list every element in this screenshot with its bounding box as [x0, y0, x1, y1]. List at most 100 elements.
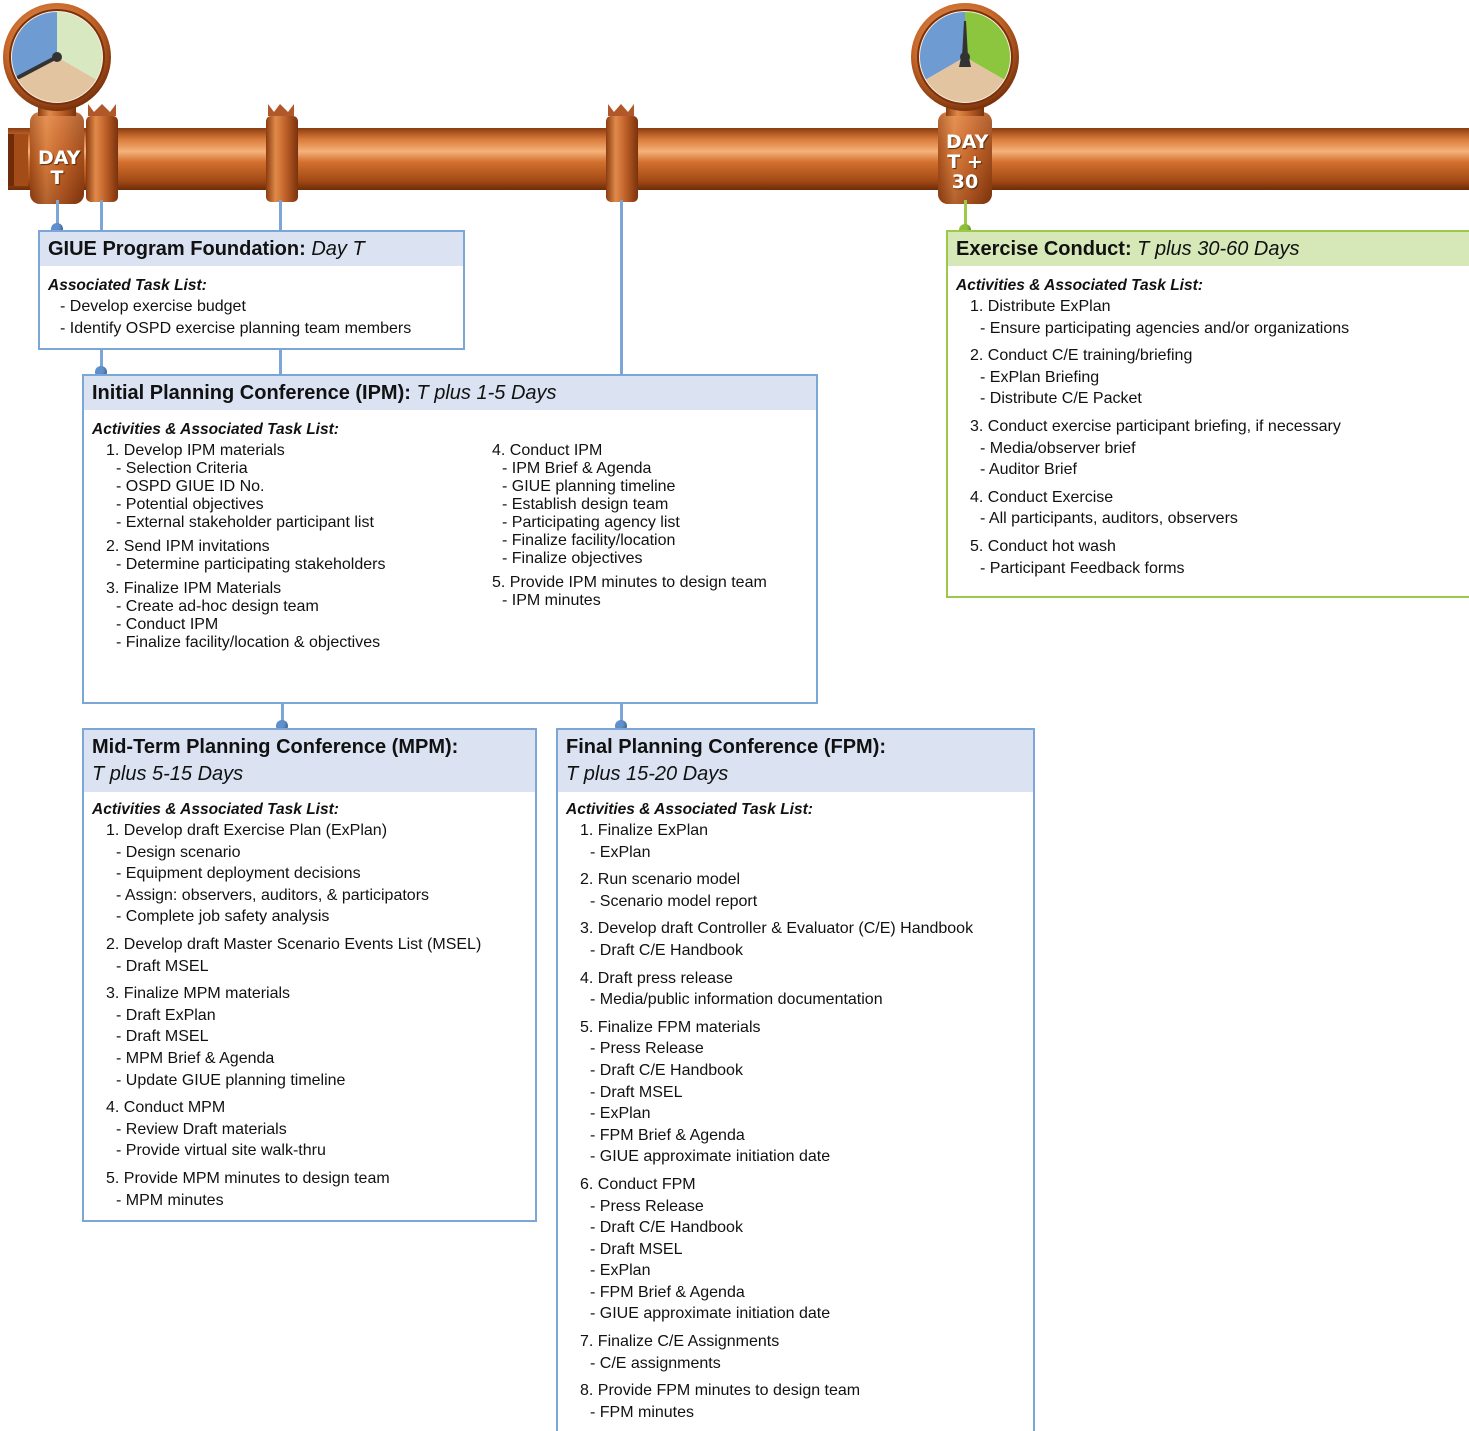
- mpm-task-item: - Draft MSEL: [116, 957, 209, 975]
- day-t-label: DAY T: [38, 148, 80, 188]
- giue-item: - Identify OSPD exercise planning team m…: [60, 319, 412, 337]
- fpm-task-item: - FPM minutes: [590, 1403, 695, 1421]
- exercise-task: 3. Conduct exercise participant briefing…: [956, 416, 1461, 481]
- fpm-task-item: - Draft MSEL: [590, 1240, 683, 1258]
- exercise-conduct-box: Exercise Conduct: T plus 30-60 Days Acti…: [946, 230, 1469, 598]
- fpm-task-item: - Press Release: [590, 1040, 704, 1058]
- exercise-task: 2. Conduct C/E training/briefing - ExPla…: [956, 345, 1461, 410]
- fpm-task: 1. Finalize ExPlan - ExPlan: [566, 820, 1025, 863]
- mpm-task-item: - Review Draft materials: [116, 1120, 287, 1138]
- connector-line: [620, 200, 623, 374]
- fpm-task-item: - FPM Brief & Agenda: [590, 1283, 745, 1301]
- fpm-task-item: - ExPlan: [590, 843, 651, 861]
- mpm-subheading: Activities & Associated Task List:: [92, 801, 339, 818]
- ipm-column-left: 1. Develop IPM materials - Selection Cri…: [92, 442, 385, 652]
- connector-line: [279, 348, 282, 374]
- ipm-task-item: - Potential objectives: [116, 496, 264, 513]
- mpm-task-item: - Update GIUE planning timeline: [116, 1071, 346, 1089]
- mpm-task-item: - Draft ExPlan: [116, 1006, 216, 1024]
- connector-line: [100, 200, 103, 230]
- exercise-task-item: - Distribute C/E Packet: [980, 390, 1142, 408]
- fpm-task-title: 7. Finalize C/E Assignments: [580, 1333, 780, 1351]
- connector-line: [56, 200, 59, 230]
- ipm-task: 2. Send IPM invitations - Determine part…: [92, 538, 385, 574]
- exercise-title: Exercise Conduct:: [956, 238, 1132, 260]
- exercise-task: 1. Distribute ExPlan - Ensure participat…: [956, 296, 1461, 339]
- mpm-task-item: - Equipment deployment decisions: [116, 865, 361, 883]
- exercise-task-item: - Media/observer brief: [980, 439, 1136, 457]
- exercise-task-item: - Auditor Brief: [980, 461, 1077, 479]
- mpm-task-title: 5. Provide MPM minutes to design team: [106, 1169, 390, 1187]
- mpm-task-title: 4. Conduct MPM: [106, 1099, 226, 1117]
- ipm-time: T plus 1-5 Days: [416, 382, 557, 404]
- exercise-task-title: 1. Distribute ExPlan: [970, 298, 1111, 315]
- fpm-task-item: - C/E assignments: [590, 1354, 721, 1372]
- ipm-task: 4. Conduct IPM - IPM Brief & Agenda - GI…: [478, 442, 767, 568]
- fpm-task-title: 8. Provide FPM minutes to design team: [580, 1382, 861, 1400]
- fpm-task-item: - Draft MSEL: [590, 1083, 683, 1101]
- exercise-task-item: - All participants, auditors, observers: [980, 510, 1238, 528]
- mpm-task-item: - Provide virtual site walk-thru: [116, 1142, 326, 1160]
- mpm-task: 5. Provide MPM minutes to design team - …: [92, 1168, 527, 1211]
- mpm-box: Mid-Term Planning Conference (MPM): T pl…: [82, 728, 537, 1222]
- fpm-task-title: 6. Conduct FPM: [580, 1175, 696, 1193]
- ipm-header: Initial Planning Conference (IPM): T plu…: [84, 376, 816, 410]
- connector-line: [279, 200, 282, 230]
- exercise-task: 4. Conduct Exercise - All participants, …: [956, 487, 1461, 530]
- ipm-task-item: - IPM Brief & Agenda: [502, 460, 652, 477]
- fpm-task-item: - GIUE approximate initiation date: [590, 1148, 831, 1166]
- day-t30-line: DAY: [946, 131, 989, 153]
- fpm-task-item: - Draft C/E Handbook: [590, 1061, 743, 1079]
- fpm-task: 4. Draft press release - Media/public in…: [566, 968, 1025, 1011]
- fpm-task-item: - Press Release: [590, 1197, 704, 1215]
- ipm-task: 3. Finalize IPM Materials - Create ad-ho…: [92, 580, 385, 652]
- exercise-task-title: 5. Conduct hot wash: [970, 537, 1116, 555]
- mpm-task: 1. Develop draft Exercise Plan (ExPlan) …: [92, 820, 527, 928]
- ipm-task-item: - Conduct IPM: [116, 616, 219, 633]
- giue-foundation-box: GIUE Program Foundation: Day T Associate…: [38, 230, 465, 350]
- ipm-task-item: - OSPD GIUE ID No.: [116, 478, 265, 495]
- fpm-task: 2. Run scenario model - Scenario model r…: [566, 869, 1025, 912]
- mpm-task-item: - Design scenario: [116, 843, 241, 861]
- giue-subheading: Associated Task List:: [48, 277, 207, 294]
- exercise-task-title: 3. Conduct exercise participant briefing…: [970, 417, 1341, 435]
- ipm-box: Initial Planning Conference (IPM): T plu…: [82, 374, 818, 704]
- connector-line: [100, 348, 103, 374]
- mpm-time: T plus 5-15 Days: [92, 763, 244, 785]
- fpm-task-item: - GIUE approximate initiation date: [590, 1305, 831, 1323]
- fpm-subheading: Activities & Associated Task List:: [566, 801, 813, 818]
- giue-time: Day T: [311, 238, 365, 260]
- fpm-task: 6. Conduct FPM - Press Release - Draft C…: [566, 1174, 1025, 1325]
- day-t30-line: 30: [951, 171, 979, 193]
- ipm-subheading: Activities & Associated Task List:: [92, 421, 339, 438]
- ipm-task-title: 3. Finalize IPM Materials: [106, 580, 282, 597]
- fpm-task-title: 5. Finalize FPM materials: [580, 1018, 761, 1036]
- pipe-clamp: [86, 104, 118, 202]
- ipm-task-item: - Create ad-hoc design team: [116, 598, 319, 615]
- mpm-task-title: 1. Develop draft Exercise Plan (ExPlan): [106, 822, 388, 839]
- day-t30-line: T +: [947, 151, 983, 173]
- giue-title: GIUE Program Foundation:: [48, 238, 306, 260]
- ipm-task-item: - Finalize facility/location: [502, 532, 676, 549]
- mpm-task-item: - MPM Brief & Agenda: [116, 1049, 275, 1067]
- fpm-header: Final Planning Conference (FPM): T plus …: [558, 730, 1033, 792]
- exercise-task: 5. Conduct hot wash - Participant Feedba…: [956, 536, 1461, 579]
- pipe-clamp: [266, 104, 298, 202]
- mpm-task-item: - Draft MSEL: [116, 1028, 209, 1046]
- fpm-box: Final Planning Conference (FPM): T plus …: [556, 728, 1035, 1431]
- mpm-task: 3. Finalize MPM materials - Draft ExPlan…: [92, 983, 527, 1091]
- connector-line: [964, 200, 967, 230]
- gauge-day-t30: [911, 3, 1019, 111]
- exercise-time: T plus 30-60 Days: [1137, 238, 1300, 260]
- ipm-task-item: - Determine participating stakeholders: [116, 556, 386, 573]
- fpm-task: 7. Finalize C/E Assignments - C/E assign…: [566, 1331, 1025, 1374]
- mpm-task-title: 3. Finalize MPM materials: [106, 985, 291, 1003]
- fpm-time: T plus 15-20 Days: [566, 763, 729, 785]
- fpm-task-item: - Media/public information documentation: [590, 991, 883, 1009]
- ipm-task-item: - IPM minutes: [502, 592, 601, 609]
- mpm-task: 4. Conduct MPM - Review Draft materials …: [92, 1097, 527, 1162]
- gauge-day-t: [3, 3, 111, 111]
- mpm-title: Mid-Term Planning Conference (MPM):: [92, 736, 459, 758]
- ipm-task-title: 4. Conduct IPM: [492, 442, 603, 459]
- mpm-task-title: 2. Develop draft Master Scenario Events …: [106, 935, 482, 953]
